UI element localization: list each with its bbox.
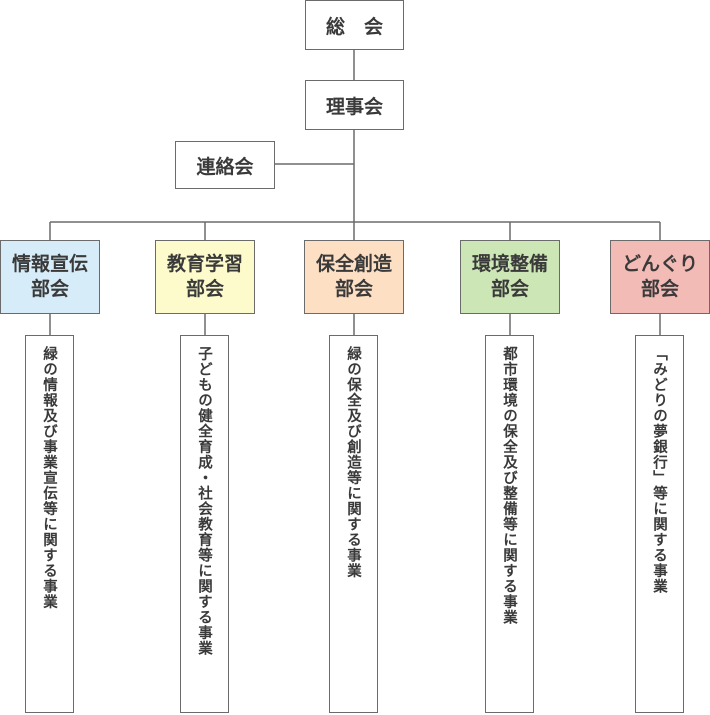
dept-suffix: 部会 [334,278,373,300]
dept-name: 情報宣伝 [11,253,88,275]
board-box: 理事会 [305,80,404,130]
general-meeting-box: 総 会 [305,0,404,50]
dept-box-info-publicity: 情報宣伝 部会 [0,240,100,314]
duty-box-info-publicity: 緑の情報及び事業宣伝等に関する事業 [25,335,74,713]
liaison-label: 連絡会 [196,155,254,178]
liaison-box: 連絡会 [175,141,275,189]
duty-text: 緑の情報及び事業宣伝等に関する事業 [41,346,57,610]
duty-text: 子どもの健全育成・社会教育等に関する事業 [196,346,212,656]
dept-suffix: 部会 [490,278,529,300]
dept-suffix: 部会 [30,278,69,300]
duty-box-donguri: 「みどりの夢銀行」等に関する事業 [635,335,684,713]
dept-name: 保全創造 [315,253,392,275]
dept-box-conservation: 保全創造 部会 [304,240,404,314]
dept-box-donguri: どんぐり 部会 [610,240,710,314]
general-meeting-label: 総 会 [325,15,383,38]
dept-name: どんぐり [621,253,698,275]
duty-box-education: 子どもの健全育成・社会教育等に関する事業 [180,335,229,713]
duty-box-conservation: 緑の保全及び創造等に関する事業 [329,335,378,713]
dept-name: 教育学習 [166,253,243,275]
board-label: 理事会 [325,95,383,118]
duty-text: 緑の保全及び創造等に関する事業 [345,346,361,579]
dept-suffix: 部会 [185,278,224,300]
duty-text: 都市環境の保全及び整備等に関する事業 [501,346,517,625]
dept-box-environment: 環境整備 部会 [460,240,560,314]
dept-box-education: 教育学習 部会 [155,240,255,314]
dept-suffix: 部会 [640,278,679,300]
duty-text: 「みどりの夢銀行」等に関する事業 [651,346,667,594]
dept-name: 環境整備 [471,253,548,275]
duty-box-environment: 都市環境の保全及び整備等に関する事業 [485,335,534,713]
